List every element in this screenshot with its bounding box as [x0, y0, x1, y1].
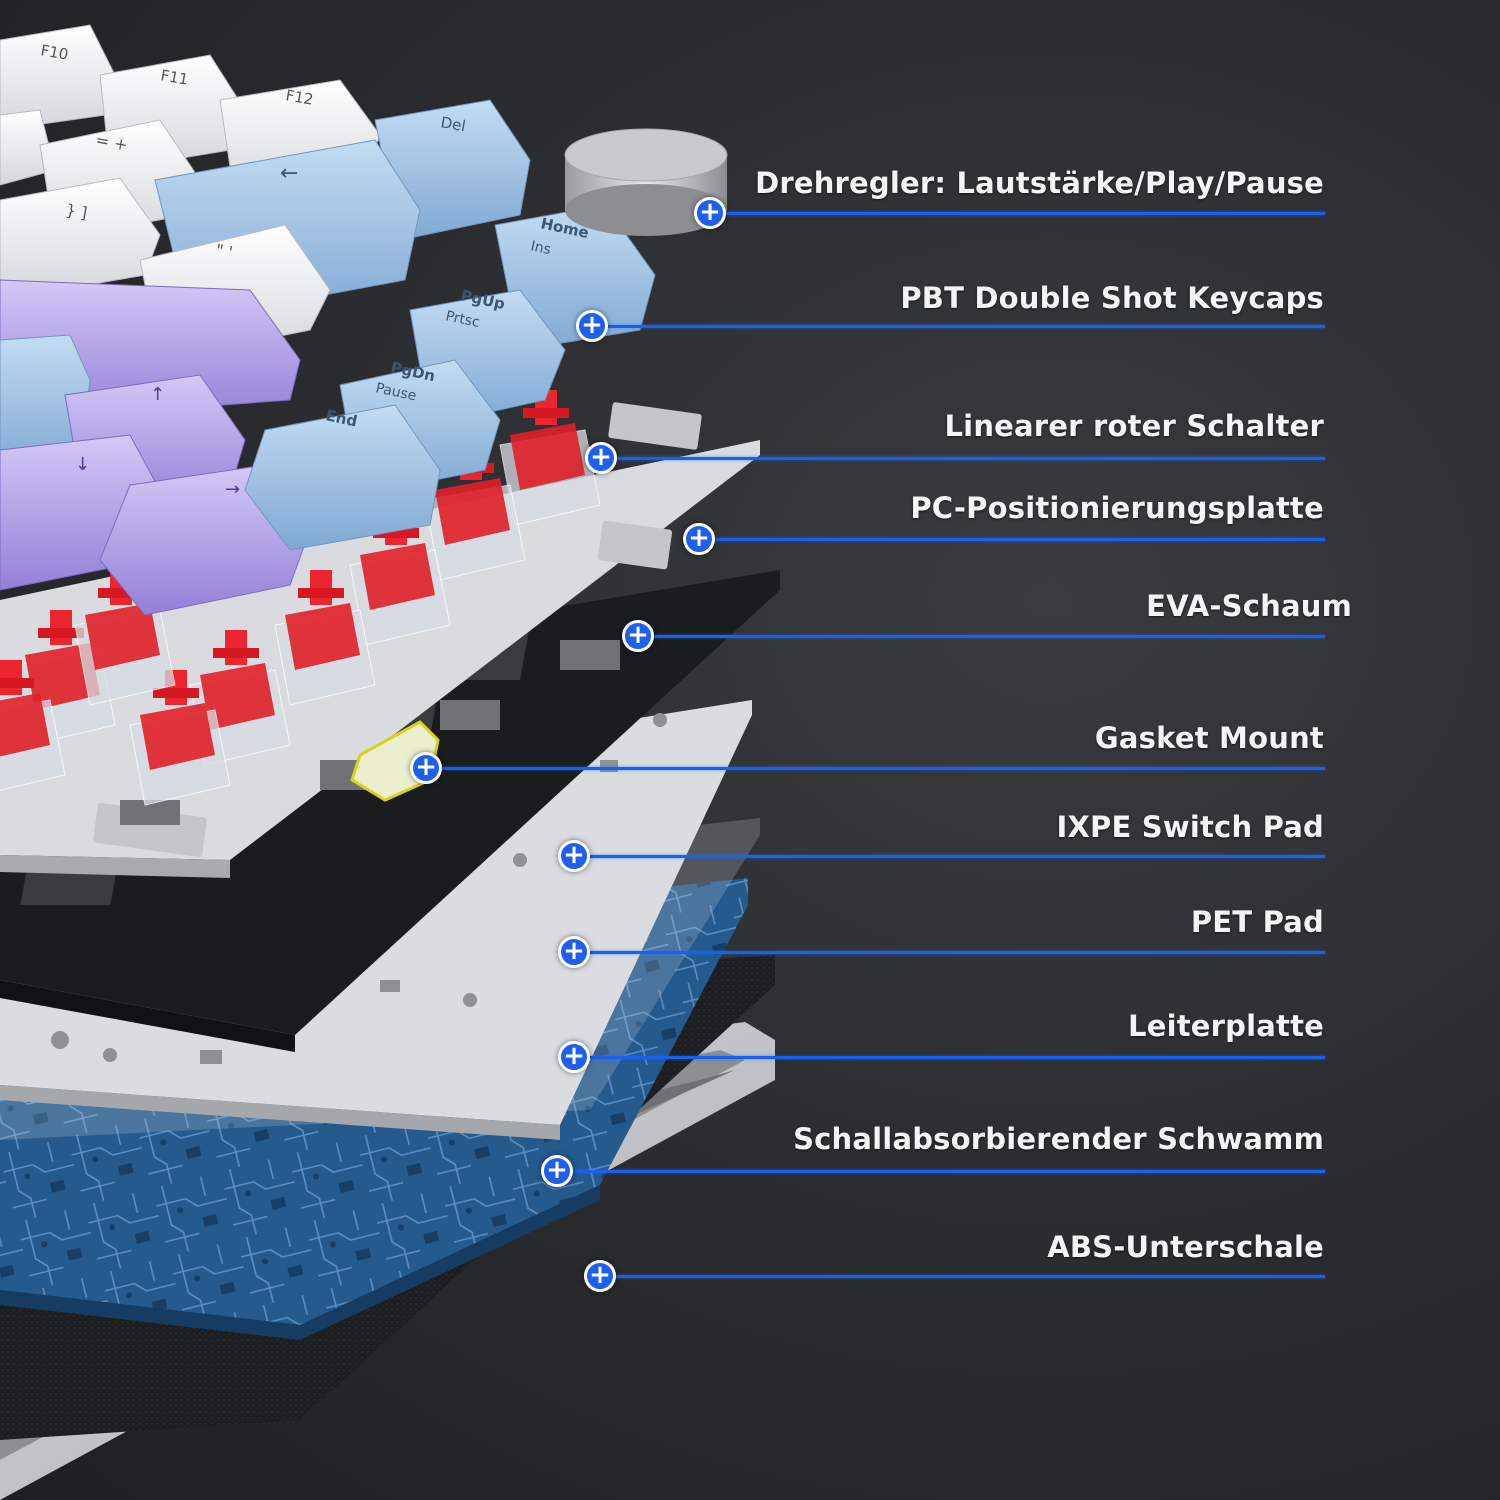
- callout-line: [715, 538, 1325, 541]
- red-switch: [274, 570, 376, 706]
- callout-label: Leiterplatte: [1128, 1009, 1324, 1043]
- plus-marker-icon: +: [622, 620, 654, 652]
- callout-label: ABS-Unterschale: [1047, 1230, 1324, 1264]
- callout-label: PBT Double Shot Keycaps: [900, 281, 1324, 315]
- callout-line: [573, 1170, 1325, 1173]
- keycap-brace-legend: } ]: [64, 200, 88, 222]
- callout-label: Linearer roter Schalter: [944, 409, 1324, 443]
- keycap-f11-legend: F11: [159, 66, 189, 89]
- red-switch: [74, 570, 176, 706]
- keycap-right-legend: →: [225, 479, 240, 500]
- callout-line: [590, 951, 1325, 954]
- keycap-quote-legend: " ': [214, 240, 234, 262]
- plus-marker-icon: +: [576, 310, 608, 342]
- keycap-prtsc-legend: Prtsc: [444, 308, 481, 331]
- callout-line: [616, 1275, 1325, 1278]
- keycap-down-legend: ↓: [75, 454, 90, 475]
- callout-line: [590, 1056, 1325, 1059]
- keycap-f10-legend: F10: [39, 41, 69, 64]
- keycap-array: F10 F11 F12 Del = + ← Home Ins } ] " ' P: [0, 24, 656, 616]
- callout-label: Gasket Mount: [1094, 721, 1324, 755]
- plus-marker-icon: +: [584, 1260, 616, 1292]
- plus-marker-icon: +: [541, 1155, 573, 1187]
- callout-label: PET Pad: [1190, 905, 1324, 939]
- plus-marker-icon: +: [683, 523, 715, 555]
- plus-marker-icon: +: [558, 840, 590, 872]
- callout-label: IXPE Switch Pad: [1056, 810, 1324, 844]
- callout-label: PC-Positionierungsplatte: [910, 491, 1324, 525]
- keycap-del-legend: Del: [439, 113, 467, 135]
- callout-label: Drehregler: Lautstärke/Play/Pause: [755, 166, 1324, 200]
- plus-marker-icon: +: [585, 442, 617, 474]
- callout-line: [608, 325, 1325, 328]
- keycap-up-legend: ↑: [150, 384, 165, 405]
- keycap-ins-legend: Ins: [529, 238, 552, 258]
- callout-label: EVA-Schaum: [1146, 589, 1352, 623]
- callout-line: [617, 457, 1325, 460]
- callout-line: [590, 855, 1325, 858]
- plus-marker-icon: +: [694, 197, 726, 229]
- plus-marker-icon: +: [410, 752, 442, 784]
- switch-array: [0, 390, 601, 806]
- keycap-f12-legend: F12: [284, 86, 314, 109]
- callout-label: Schallabsorbierender Schwamm: [793, 1122, 1324, 1156]
- plus-marker-icon: +: [558, 1041, 590, 1073]
- plus-marker-icon: +: [558, 936, 590, 968]
- keycap-backspace-legend: ←: [280, 161, 298, 186]
- callout-line: [442, 767, 1325, 770]
- volume-knob: [564, 128, 728, 236]
- red-switch: [499, 390, 601, 526]
- red-switch: [129, 670, 231, 806]
- red-switch: [0, 660, 66, 791]
- callout-line: [654, 635, 1325, 638]
- callout-line: [726, 212, 1325, 215]
